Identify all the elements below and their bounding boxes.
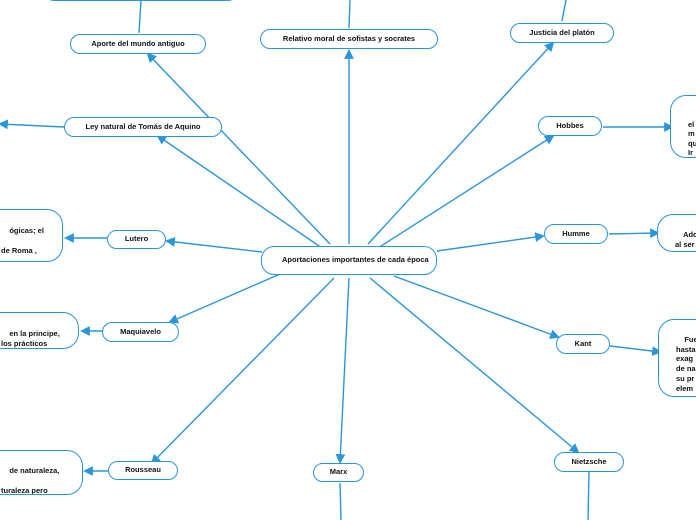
edge-ley-natural-left: [0, 119, 65, 130]
topic-aporte[interactable]: Aporte del mundo antiguo: [70, 34, 206, 54]
topic-kant[interactable]: Kant: [556, 334, 610, 354]
topic-humme[interactable]: Humme: [544, 224, 608, 244]
edge-justicia-up: [561, 0, 567, 22]
topic-relativo-label: Relativo moral de sofistas y socrates: [282, 33, 416, 43]
topic-rousseau[interactable]: Rousseau: [108, 461, 178, 480]
topic-marx-label: Marx: [329, 467, 348, 477]
edge-center-marx: [335, 277, 350, 464]
edge-center-kant: [393, 275, 560, 339]
edge-center-rousseau: [150, 277, 335, 465]
humme-detail-box[interactable]: Adop al ser como: [657, 214, 696, 252]
topic-lutero[interactable]: Lutero: [107, 230, 166, 249]
topic-nietzsche[interactable]: Nietzsche: [554, 452, 624, 472]
rousseau-detail-box[interactable]: de naturaleza, turaleza pero: [0, 450, 83, 495]
top-detail-box[interactable]: [46, 0, 236, 1]
topic-maquiavelo-label: Maquiavelo: [120, 326, 161, 336]
edge-humme-right: [608, 228, 660, 239]
edge-center-hobbes: [377, 134, 555, 249]
edge-center-lutero: [165, 237, 263, 253]
topic-hobbes[interactable]: Hobbes: [538, 116, 602, 136]
edge-marx-down: [339, 482, 342, 520]
topic-justicia-label: Justicia del platón: [529, 27, 595, 37]
edge-aporte-up: [138, 0, 142, 34]
topic-nietzsche-label: Nietzsche: [571, 456, 607, 466]
lutero-detail-text: ógicas; el de Roma ,: [1, 225, 44, 255]
hobbes-detail-text: Ju el m qu Ir es: [688, 119, 696, 157]
edge-center-aporte: [146, 52, 331, 245]
rousseau-detail-text: de naturaleza, turaleza pero: [1, 465, 60, 495]
topic-maquiavelo[interactable]: Maquiavelo: [102, 322, 179, 342]
topic-marx[interactable]: Marx: [313, 463, 364, 482]
edge-nietzsche-down: [587, 471, 590, 520]
edge-kant-right: [609, 345, 662, 356]
hobbes-detail-box[interactable]: Ju el m qu Ir es: [670, 95, 696, 158]
edge-relativo-up: [348, 0, 351, 29]
topic-lutero-label: Lutero: [124, 234, 149, 244]
edge-center-ley-natural: [156, 134, 323, 249]
topic-rousseau-label: Rousseau: [125, 465, 161, 475]
lutero-detail-box[interactable]: ógicas; el de Roma ,: [0, 209, 63, 262]
kant-detail-box[interactable]: Fue u hasta exag de na su pr elem funda: [658, 319, 696, 397]
edge-center-nietzsche: [369, 277, 580, 454]
central-topic[interactable]: Aportaciones importantes de cada época: [261, 246, 437, 275]
edge-center-humme: [436, 232, 545, 252]
edge-center-justicia: [367, 41, 555, 245]
topic-humme-label: Humme: [562, 228, 590, 238]
topic-ley-natural[interactable]: Ley natural de Tomás de Aquino: [64, 117, 222, 137]
maquiavelo-detail-text: en la principe, los prácticos: [1, 328, 60, 348]
topic-kant-label: Kant: [574, 338, 592, 348]
central-topic-label: Aportaciones importantes de cada época: [282, 255, 429, 265]
topic-justicia[interactable]: Justicia del platón: [510, 23, 614, 43]
kant-detail-text: Fue u hasta exag de na su pr elem funda: [676, 334, 696, 393]
topic-relativo[interactable]: Relativo moral de sofistas y socrates: [260, 29, 438, 49]
maquiavelo-detail-box[interactable]: en la principe, los prácticos: [0, 312, 79, 349]
topic-ley-natural-label: Ley natural de Tomás de Aquino: [85, 121, 201, 131]
humme-detail-text: Adop al ser como: [675, 229, 696, 251]
topic-aporte-label: Aporte del mundo antiguo: [91, 38, 185, 48]
edge-center-maquiavelo: [168, 273, 281, 324]
topic-hobbes-label: Hobbes: [556, 120, 584, 130]
